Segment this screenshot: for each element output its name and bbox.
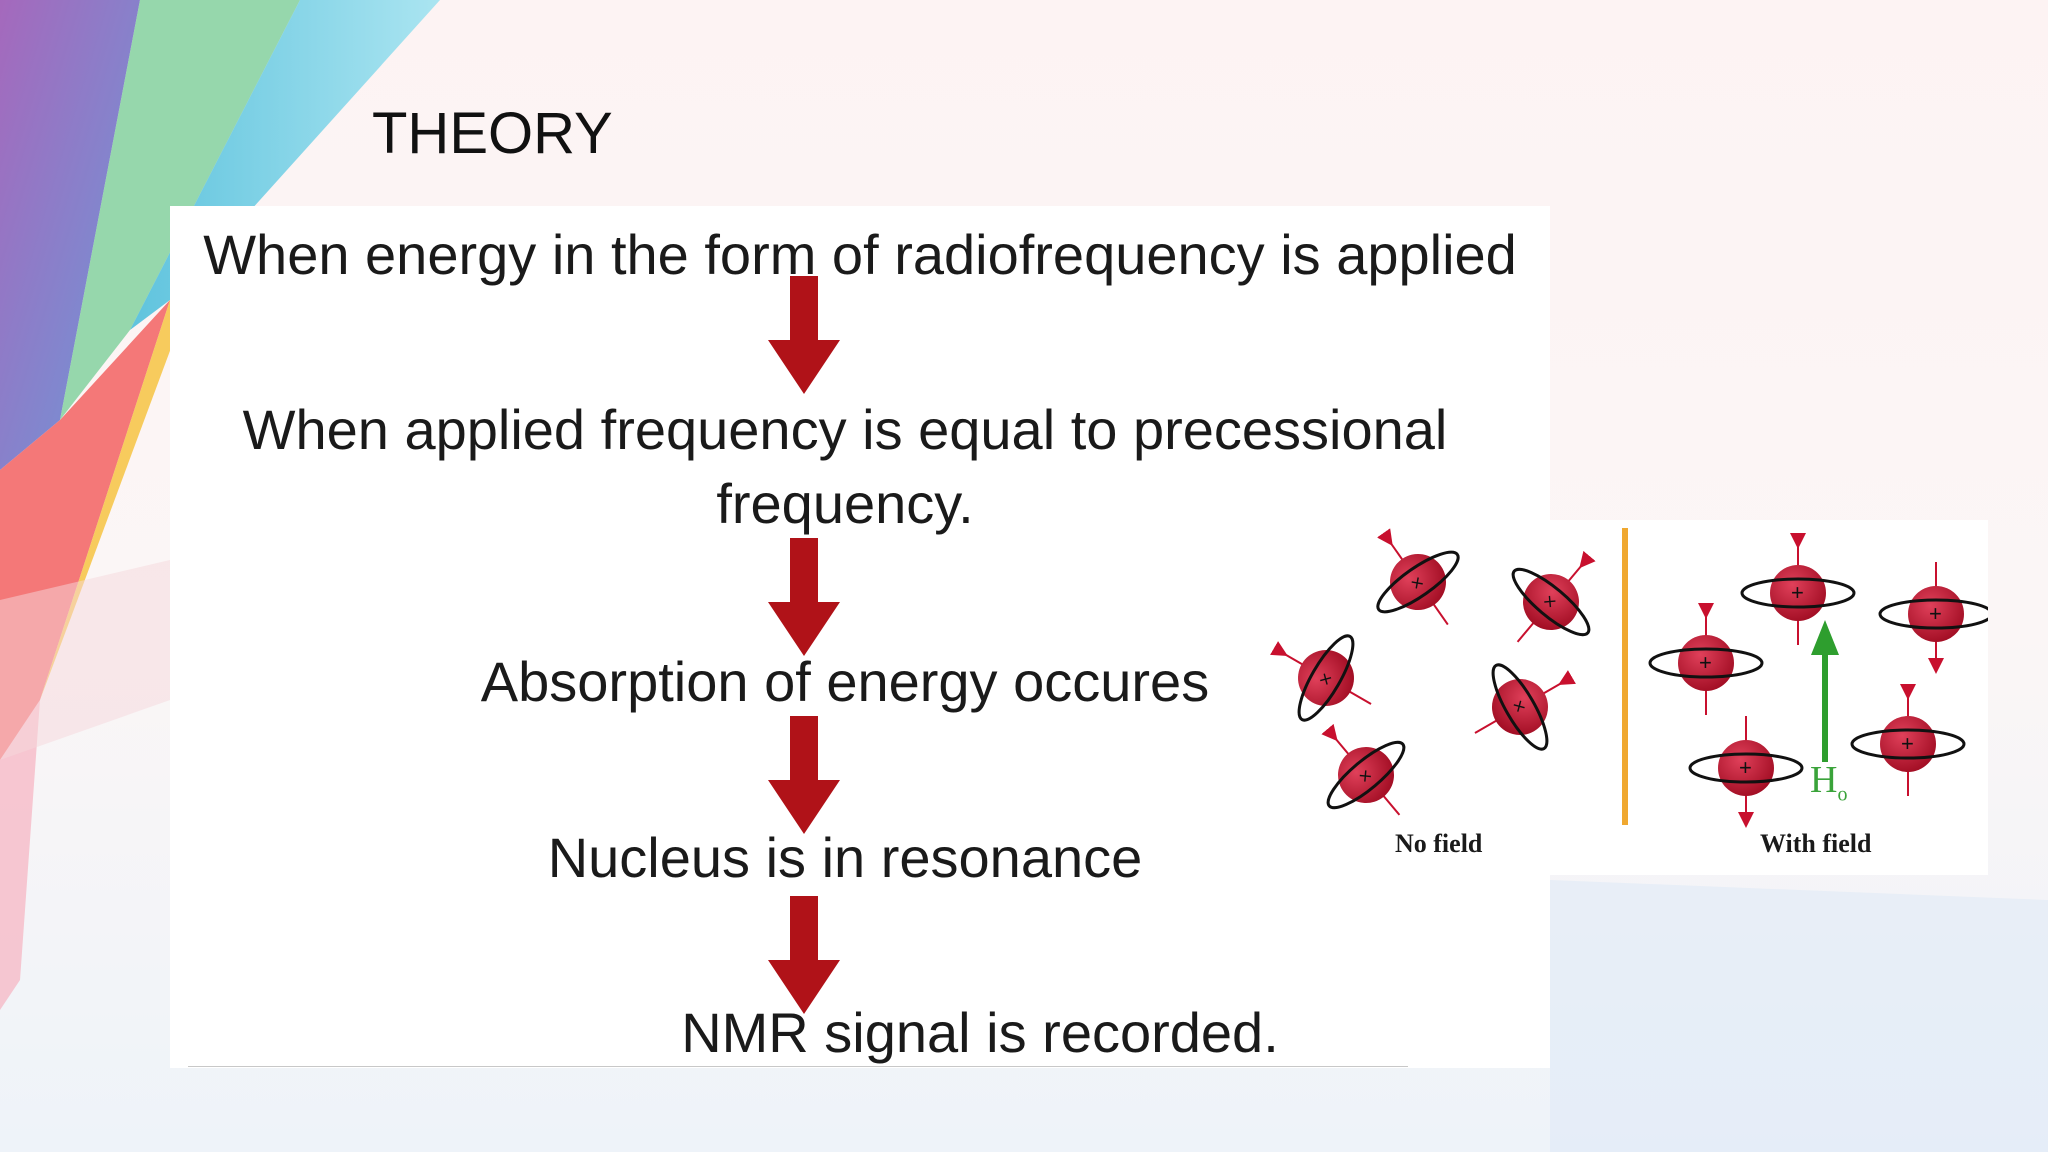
down-arrow-icon bbox=[768, 276, 840, 394]
svg-text:+: + bbox=[1901, 731, 1914, 756]
flowchart-baseline bbox=[188, 1066, 1408, 1067]
nucleus-icon: × bbox=[1270, 634, 1372, 722]
caption-with-field: With field bbox=[1760, 829, 1872, 858]
field-arrow-icon bbox=[1811, 620, 1839, 762]
svg-text:+: + bbox=[1929, 601, 1942, 626]
spin-figure: × × × × × + + bbox=[1270, 528, 1988, 828]
flow-step-2: When applied frequency is equal to prece… bbox=[170, 393, 1520, 541]
flow-step-5: NMR signal is recorded. bbox=[681, 1001, 1279, 1064]
caption-no-field: No field bbox=[1395, 829, 1483, 858]
flow-step-3: Absorption of energy occures bbox=[480, 650, 1210, 713]
flow-step-1: When energy in the form of radiofrequenc… bbox=[203, 223, 1517, 286]
slide-title: THEORY bbox=[372, 101, 613, 166]
nucleus-icon: + bbox=[1850, 684, 1966, 796]
svg-text:+: + bbox=[1699, 650, 1712, 675]
flow-step-2-line-1: When applied frequency is equal to prece… bbox=[242, 398, 1448, 461]
nucleus-icon: × bbox=[1376, 528, 1460, 626]
nucleus-icon: × bbox=[1474, 663, 1576, 751]
flow-step-4: Nucleus is in resonance bbox=[547, 826, 1143, 889]
down-arrow-icon bbox=[768, 896, 840, 1014]
field-label: Ho bbox=[1810, 759, 1848, 806]
nucleus-icon: × bbox=[1321, 723, 1406, 816]
nucleus-icon: + bbox=[1878, 562, 1988, 674]
nucleus-icon: + bbox=[1688, 716, 1804, 828]
down-arrow-icon bbox=[768, 716, 840, 834]
nucleus-icon: × bbox=[1511, 550, 1596, 643]
svg-text:+: + bbox=[1791, 580, 1804, 605]
down-arrow-icon bbox=[768, 538, 840, 656]
nucleus-icon: + bbox=[1740, 533, 1856, 645]
svg-text:+: + bbox=[1739, 755, 1752, 780]
nucleus-icon: + bbox=[1648, 603, 1764, 715]
flow-step-2-line-2: frequency. bbox=[716, 472, 974, 535]
